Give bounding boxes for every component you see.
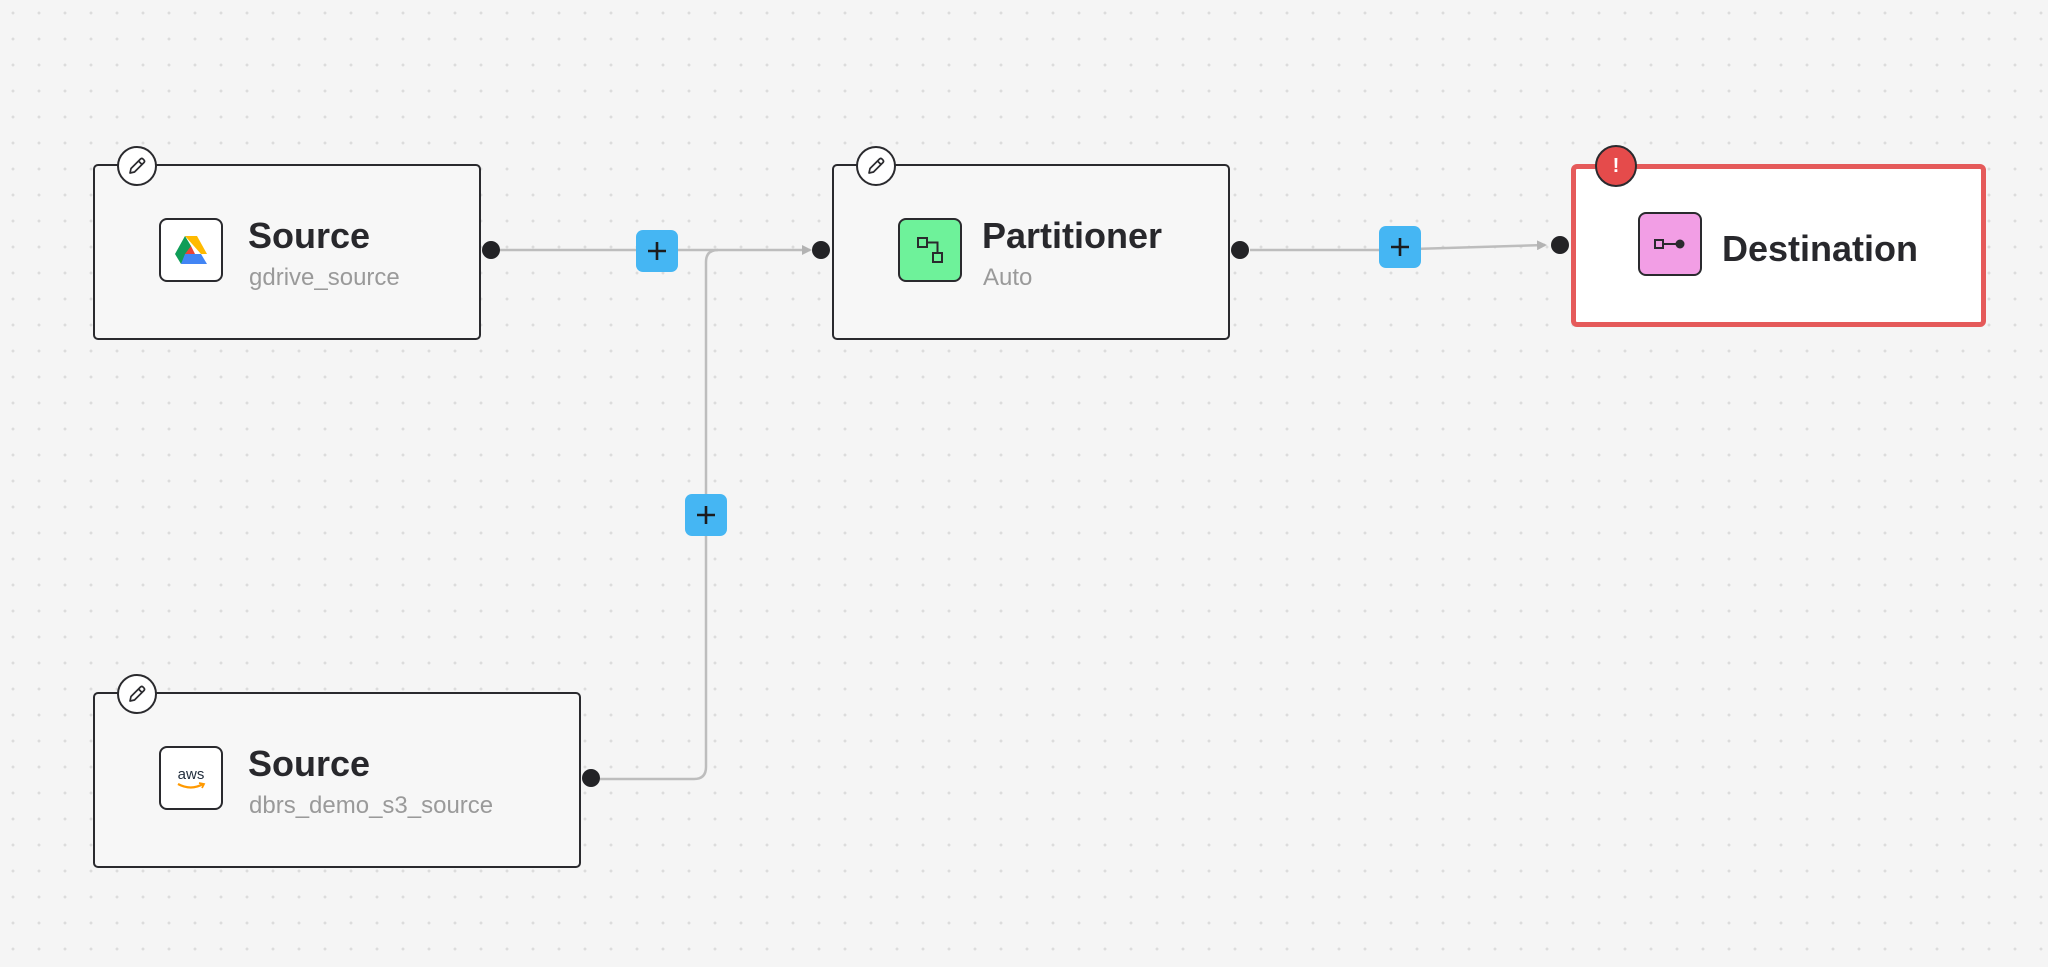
partitioner-icon [898,218,962,282]
pencil-icon [129,157,146,174]
add-node-button[interactable] [685,494,727,536]
error-icon: ! [1612,154,1620,177]
destination-node[interactable]: Destination [1571,164,1986,327]
error-badge[interactable]: ! [1595,145,1637,187]
node-subtitle: gdrive_source [249,264,400,291]
source-node-s3[interactable]: aws Source dbrs_demo_s3_source [93,692,581,868]
add-node-button[interactable] [1379,226,1421,268]
pencil-icon [868,157,885,174]
destination-icon [1638,212,1702,276]
plus-icon [1391,238,1409,256]
destination-input-handle[interactable] [1551,236,1569,254]
aws-smile-icon [177,781,206,789]
partitioner-output-handle[interactable] [1231,241,1249,259]
node-title: Source [248,743,371,784]
source-node-gdrive[interactable]: Source gdrive_source [93,164,481,340]
google-drive-icon [159,218,223,282]
node-subtitle: dbrs_demo_s3_source [249,792,494,819]
node-title: Partitioner [982,215,1163,256]
plus-icon [648,242,666,260]
edit-partitioner-button[interactable] [856,146,896,186]
plus-icon [697,506,715,524]
gdrive-source-output-handle[interactable] [482,241,500,259]
edit-gdrive-source-button[interactable] [117,146,157,186]
pencil-icon [129,685,146,702]
node-title: Source [248,215,371,256]
node-title: Destination [1722,228,1919,269]
node-subtitle: Auto [983,264,1033,291]
partitioner-node[interactable]: Partitioner Auto [832,164,1230,340]
s3-source-output-handle[interactable] [582,769,600,787]
aws-icon: aws [159,746,223,810]
add-node-button[interactable] [636,230,678,272]
edge-s3-to-partitioner[interactable] [600,248,719,781]
partitioner-input-handle[interactable] [812,241,830,259]
aws-icon-text: aws [177,765,205,783]
edit-s3-source-button[interactable] [117,674,157,714]
